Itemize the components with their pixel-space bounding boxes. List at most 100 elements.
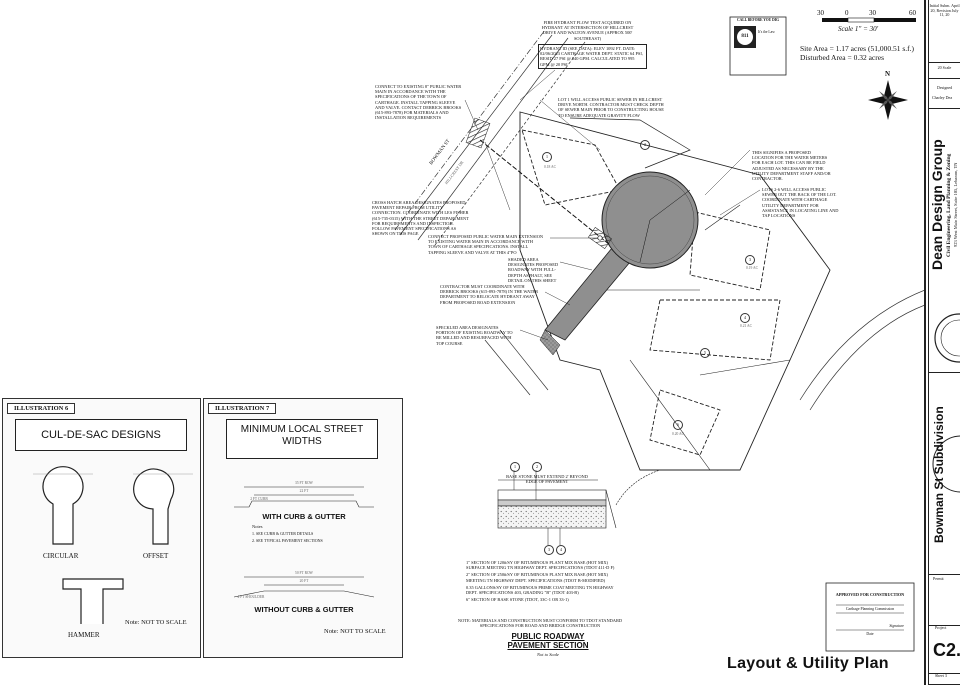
illustration-7-tag: ILLUSTRATION 7 <box>208 403 277 414</box>
illustration-7-note-1: 1. SEE CURB & GUTTER DETAILS <box>252 531 314 536</box>
illustration-7-panel: ILLUSTRATION 7 MINIMUM LOCAL STREET WIDT… <box>203 398 403 658</box>
title-block-divider <box>929 372 960 373</box>
pavement-callout: 4 <box>556 545 566 555</box>
dim-label: 20 FT <box>299 579 309 583</box>
illustration-6-label-hammer: HAMMER <box>68 631 100 639</box>
project-name: Bowman St Subdivision <box>932 406 946 544</box>
illustration-7-subhead-1: WITH CURB & GUTTER <box>262 512 346 521</box>
scale-label: Scale 1" = 30' <box>838 25 879 33</box>
note-base-stone: BASE STONE MUST EXTEND 2' BEYOND EDGE OF… <box>506 474 588 485</box>
lot-number: 2 <box>640 140 650 150</box>
lot-area: 0.20 ac <box>672 432 684 436</box>
call-before-dig-title: CALL BEFORE YOU DIG <box>737 18 779 22</box>
note-water-extension: CONNECT PROPOSED PUBLIC WATER MAIN EXTEN… <box>428 234 544 255</box>
leader-lines <box>464 69 761 341</box>
note-lot1-sewer: LOT 1 WILL ACCESS PUBLIC SEWER IN HILLCR… <box>558 97 664 118</box>
right-road <box>799 289 925 411</box>
sheet-number: C2. <box>933 640 960 660</box>
title-block-scale: 20 Scale <box>929 64 960 79</box>
illustration-6-title: CUL-DE-SAC DESIGNS <box>15 419 187 451</box>
illustration-7-subhead-2: WITHOUT CURB & GUTTER <box>254 605 354 614</box>
note-water-connect: CONNECT TO EXISTING 8" PUBLIC WATER MAIN… <box>375 84 462 121</box>
title-block-designed-label: Designed <box>937 86 953 90</box>
firm-address: 923 West Main Street, Suite 105, Lebanon… <box>953 162 958 248</box>
site-area: Site Area = 1.17 acres (51,000.51 s.f.) <box>800 44 914 53</box>
pavement-callout: 3 <box>544 545 554 555</box>
dim-label: 4 FT SHOULDER <box>237 595 265 599</box>
lot-area: 0.21 ac <box>740 324 752 328</box>
lot-number: 3 <box>745 255 755 265</box>
note-hydrant-data: HYDRANT ID (SEE DATA): ELEV 1092 ft. DAT… <box>538 44 647 69</box>
note-crosshatch: CROSS HATCH AREA DESIGNATES PROPOSED PAV… <box>372 200 469 237</box>
note-hydrant: FIRE HYDRANT FLOW TEST ACQUIRED ON HYDRA… <box>541 20 634 41</box>
pavement-item: 6" SECTION OF BASE STONE (TDOT, 33C-1 OR… <box>466 597 569 603</box>
title-block-inner-frame <box>928 0 929 685</box>
title-block-permit: Permit <box>929 574 960 626</box>
pavement-notes: 1" SECTION OF 120#/SY OF BITUMINOUS PLAN… <box>458 560 618 604</box>
firm-name: Dean Design Group <box>929 139 945 271</box>
approval-line: Carthage Planning Commission <box>845 607 895 611</box>
site-plan-drawing <box>394 16 925 652</box>
lot-number: 6 <box>673 420 683 430</box>
title-block-sheet: Sheet 3 <box>929 673 960 685</box>
illustration-6-label-offset: OFFSET <box>143 552 169 560</box>
note-shaded-area: SHADED AREA DESIGNATES PROPOSED ROADWAY … <box>508 257 559 283</box>
note-speckled: SPECKLED AREA DESIGNATES PORTION OF EXIS… <box>436 325 513 346</box>
title-block-project: Project <box>935 626 947 630</box>
lot-lines <box>519 111 831 471</box>
sheet-title: Layout & Utility Plan <box>727 655 889 672</box>
illustration-7-title: MINIMUM LOCAL STREET WIDTHS <box>226 419 378 459</box>
note-lots-sewer: LOTS 2-6 WILL ACCESS PUBLIC SEWER OUT TH… <box>762 187 839 219</box>
dim-label: 35 FT ROW <box>295 481 313 485</box>
call-before-dig-line1: It's the Law <box>758 30 775 34</box>
illustration-6-note: Note: NOT TO SCALE <box>125 619 187 626</box>
lot-number: 1 <box>542 152 552 162</box>
pavement-subtitle: Not to Scale <box>537 652 559 657</box>
illustration-6-label-circular: CIRCULAR <box>43 552 79 560</box>
north-label: N <box>885 70 891 78</box>
cul-de-sac-diagrams <box>33 466 193 624</box>
pavement-callout: 2 <box>532 462 542 472</box>
pavement-item: 1" SECTION OF 120#/SY OF BITUMINOUS PLAN… <box>466 560 615 571</box>
illustration-6-panel: ILLUSTRATION 6 CUL-DE-SAC DESIGNS CIRCUL… <box>2 398 201 658</box>
approval-date: Date <box>866 632 874 636</box>
pavement-item: 0.35 GALLONS/SY OF BITUMINOUS PRIME COAT… <box>466 584 614 596</box>
pavement-callout: 1 <box>510 462 520 472</box>
firm-seal-icon <box>934 313 960 363</box>
illustration-7-note-2: 2. SEE TYPICAL PAVEMENT SECTIONS <box>252 538 323 543</box>
scale-bar-graphic <box>822 17 916 23</box>
pavement-item: 2" SECTION OF 250#/SY OF BITUMINOUS PLAN… <box>466 572 608 583</box>
title-block-submittal: Initial Subm. April 20, Revision July 11… <box>929 2 960 63</box>
street-width-diagrams <box>233 486 375 598</box>
illustration-6-tag: ILLUSTRATION 6 <box>7 403 76 414</box>
scale-tick: 0 <box>845 9 849 17</box>
proposed-roadway <box>539 171 699 356</box>
pavement-bottom-note: NOTE: MATERIALS AND CONSTRUCTION MUST CO… <box>457 618 623 629</box>
call-before-dig-line2: 811 <box>741 34 749 39</box>
lot-number: 5 <box>700 348 710 358</box>
note-meter-location: THIS SIGNIFIES A PROPOSED LOCATION FOR T… <box>752 150 831 182</box>
approval-stamp-box <box>825 582 915 652</box>
dim-label: 22 FT <box>299 489 309 493</box>
scale-tick: 60 <box>909 9 916 17</box>
approval-heading: APPROVED FOR CONSTRUCTION <box>835 592 905 597</box>
scale-tick: 30 <box>869 9 876 17</box>
lot-area: 0.18 ac <box>544 165 556 169</box>
title-block-frame <box>924 0 926 685</box>
project-seal-icon <box>932 435 960 493</box>
approval-signature: Signature <box>889 624 904 628</box>
disturbed-area: Disturbed Area = 0.32 acres <box>800 53 884 62</box>
illustration-7-note: Note: NOT TO SCALE <box>324 628 386 635</box>
dim-label: 2 FT CURB <box>250 497 268 501</box>
illustration-7-notes-heading: Notes <box>252 524 263 529</box>
title-block-designer: Charley Dea <box>929 96 960 109</box>
pavement-section-graphic <box>497 469 661 545</box>
water-line <box>465 117 612 249</box>
north-arrow-icon <box>868 80 908 120</box>
scale-tick: 30 <box>817 9 824 17</box>
pavement-title: PUBLIC ROADWAY PAVEMENT SECTION <box>507 632 589 650</box>
lot-number: 4 <box>740 313 750 323</box>
firm-tagline: Civil Engineering, Land Planning & Zonin… <box>946 153 952 257</box>
note-hydrant-relocate: CONTRACTOR MUST COORDINATE WITH DERRICK … <box>440 284 539 305</box>
lot-area: 0.19 ac <box>746 266 758 270</box>
